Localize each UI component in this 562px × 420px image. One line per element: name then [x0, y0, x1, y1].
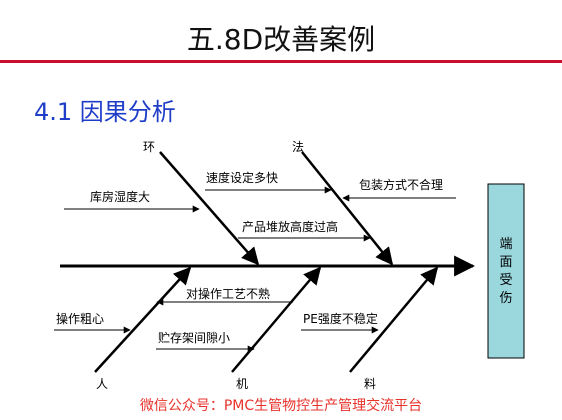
- bone-people: [94, 266, 192, 373]
- cause-stacking-height: 产品堆放高度过高: [242, 219, 338, 234]
- effect-box: [487, 183, 525, 359]
- cause-careless-operation: 操作粗心: [56, 311, 104, 326]
- category-method: 法: [292, 140, 304, 154]
- bone-machine: [231, 266, 322, 373]
- cause-speed-setting: 速度设定多快: [206, 170, 278, 185]
- effect-char-2: 面: [499, 255, 512, 270]
- bone-method: [301, 151, 394, 266]
- bone-material: [349, 266, 439, 373]
- category-people: 人: [96, 377, 108, 391]
- category-environment: 环: [143, 140, 155, 154]
- section-heading: 4.1 因果分析: [34, 98, 176, 126]
- category-material: 料: [364, 377, 376, 391]
- cause-rack-gap: 贮存架间隙小: [158, 330, 230, 345]
- footer-note: 微信公众号：PMC生管物控生产管理交流平台: [139, 398, 423, 414]
- title-divider: [0, 60, 562, 63]
- effect-char-4: 伤: [499, 291, 512, 306]
- cause-packaging-method: 包装方式不合理: [359, 177, 443, 192]
- effect-char-3: 受: [499, 273, 512, 288]
- cause-pe-strength: PE强度不稳定: [303, 311, 378, 326]
- category-machine: 机: [236, 377, 248, 391]
- bone-environment: [159, 151, 260, 266]
- effect-char-1: 端: [499, 237, 512, 252]
- slide-title: 五.8D改善案例: [186, 23, 376, 56]
- cause-warehouse-humidity: 库房湿度大: [90, 189, 150, 204]
- cause-process-unfamiliar: 对操作工艺不熟: [186, 286, 270, 301]
